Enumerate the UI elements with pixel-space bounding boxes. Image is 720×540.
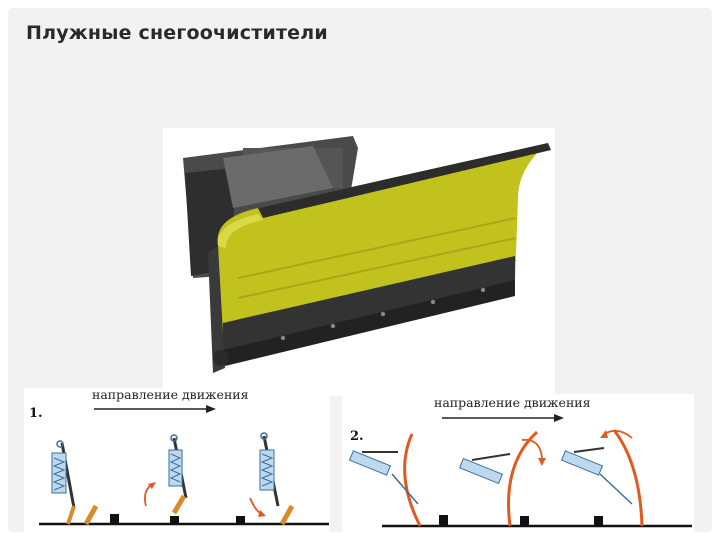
- obstacle-1a: [110, 514, 119, 524]
- spring-unit-b: [143, 434, 188, 515]
- moldboard-unit-b: [459, 430, 546, 527]
- moldboard-unit-a: [348, 433, 422, 527]
- diagram-1-drawing: 1. направление движения: [29, 387, 329, 526]
- diagram-1-number: 1.: [29, 406, 43, 421]
- diagram-moldboard: 2. направление движения: [342, 394, 694, 534]
- diagram-1-direction-label: направление движения: [92, 388, 249, 402]
- obstacle-1c: [236, 516, 245, 524]
- diagram-2-drawing: 2. направление движения: [348, 395, 692, 528]
- spring-unit-a: [51, 440, 99, 526]
- snowplow-blade-image: [163, 128, 555, 396]
- obstacle-1b: [170, 516, 179, 524]
- obstacle-2a: [439, 515, 448, 526]
- moldboard-unit-c: [560, 429, 644, 527]
- spring-unit-c: [249, 432, 295, 526]
- direction-arrow-2-head: [554, 414, 564, 422]
- obstacle-2c: [594, 516, 603, 526]
- snowplow-blade-illustration: [183, 136, 551, 373]
- diagram-spring-trip: 1. направление движения: [24, 387, 330, 534]
- direction-arrow-1-head: [206, 405, 216, 413]
- diagram-2-number: 2.: [350, 429, 364, 444]
- slide-title: Плужные снегоочистители: [26, 22, 328, 44]
- obstacle-2b: [520, 516, 529, 526]
- diagram-2-direction-label: направление движения: [434, 395, 591, 410]
